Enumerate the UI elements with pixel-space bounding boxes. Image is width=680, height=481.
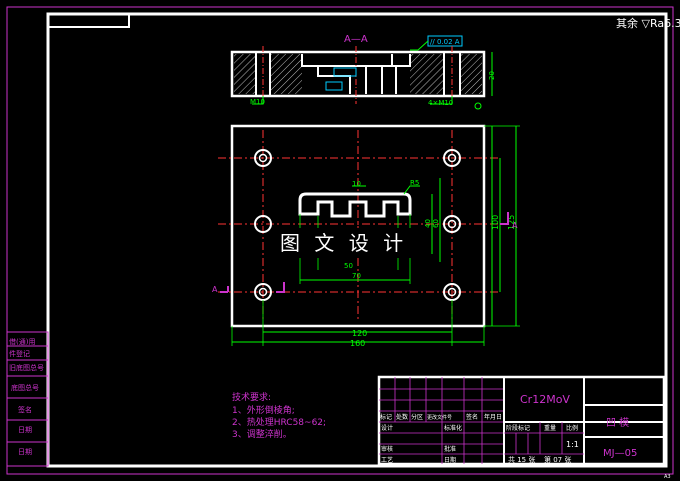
tech-req-item-3: 3、调整淬削。 [232,428,292,440]
tolerance-frame: // 0.02 A [410,35,463,51]
tb-weight: 重量 [544,424,556,432]
section-marker-right: A [500,212,518,230]
cavity-profile [298,192,412,218]
dim-100: 100 [491,215,500,230]
part-name: 凹 模 [606,417,629,429]
technical-requirements: 技术要求: 1、外形倒棱角; 2、热处理HRC58~62; 3、调整淬削。 [232,391,326,440]
tb-row-design: 设计 [381,424,393,432]
plan-outline [230,124,486,328]
dim-r5: R5 [410,179,419,187]
drawing-number: MJ—05 [603,448,637,459]
tech-req-item-1: 1、外形倒棱角; [232,404,295,416]
tb-row-date: 日期 [444,456,456,464]
section-marker-left: A [212,282,285,294]
section-dim-height: 20 [488,71,496,80]
section-body-outline [230,50,486,98]
tb-header-4: 更改文件号 [427,414,452,421]
dim-60: 60 [432,219,440,228]
dim-40: 40 [424,219,432,228]
tb-scale-label: 比例 [566,424,578,432]
tb-row-review: 审核 [381,445,393,453]
hatch-right-mid [410,54,444,94]
tb-sheet-total: 共 15 张 [508,455,535,464]
sheet-size: A3 [664,474,671,480]
hole-top-right [443,149,461,167]
tech-req-title: 技术要求: [232,391,271,403]
dim-50: 50 [344,262,353,270]
hatch-left [234,54,256,94]
side-label-1: 借(通)用 [9,337,35,346]
tech-req-item-2: 2、热处理HRC58~62; [232,416,326,428]
dim-125: 125 [507,215,516,230]
marker-a-left: A [212,285,218,294]
side-label-6: 日期 [18,426,32,434]
surface-note: 其余 ▽Ra6.3 [616,16,680,30]
tb-sheet-index: 第 07 张 [544,455,571,464]
tb-row-process: 工艺 [381,456,393,464]
tb-scale-value: 1:1 [566,440,579,449]
side-label-2: 件登记 [9,349,30,358]
tb-header-6: 年月日 [484,413,502,421]
section-view: A—A // 0.02 A [230,34,496,110]
marker-a-right: A [512,221,518,230]
side-label-5: 签名 [18,405,32,414]
code-box [48,13,130,28]
side-label-column: 借(通)用 件登记 旧底图总号 底图总号 签名 日期 日期 [6,331,49,467]
watermark: 图 文 设 计 [280,231,407,255]
side-label-4: 底图总号 [11,383,39,392]
dim-160: 160 [350,339,365,348]
dim-70: 70 [352,272,361,280]
hole-mid-right [443,215,461,233]
material: Cr12MoV [520,393,570,406]
tb-header-2: 处数 [396,413,408,421]
tb-header-1: 标记 [380,413,392,421]
tb-row-standard: 标准化 [444,424,462,432]
dim-10: 10 [352,180,361,188]
dim-120: 120 [352,329,367,338]
side-label-3: 旧底图总号 [9,363,44,372]
hatch-left-mid [270,54,302,94]
tolerance-text: // 0.02 A [430,38,460,46]
tb-stage: 阶段标记 [506,424,530,432]
sheet-outer-frame [6,6,674,475]
title-block: 标记 处数 分区 更改文件号 签名 年月日 设计 审核 工艺 标准化 批准 日期… [377,375,666,466]
section-dim-m10: M10 [250,98,265,106]
side-label-7: 日期 [18,448,32,456]
tb-header-3: 分区 [411,413,423,421]
tb-row-approve: 批准 [444,445,456,453]
hole-mid-left [254,215,272,233]
tb-header-5: 签名 [466,413,478,421]
hole-top-left [254,149,272,167]
section-label: A—A [344,34,368,45]
plan-view: 50 70 40 60 10 R5 120 160 100 125 [212,124,520,348]
drawing-border [46,12,668,468]
watermark-bg [272,228,418,258]
hatch-right [460,54,482,94]
section-dim-4m10: 4×M10 [428,99,453,107]
